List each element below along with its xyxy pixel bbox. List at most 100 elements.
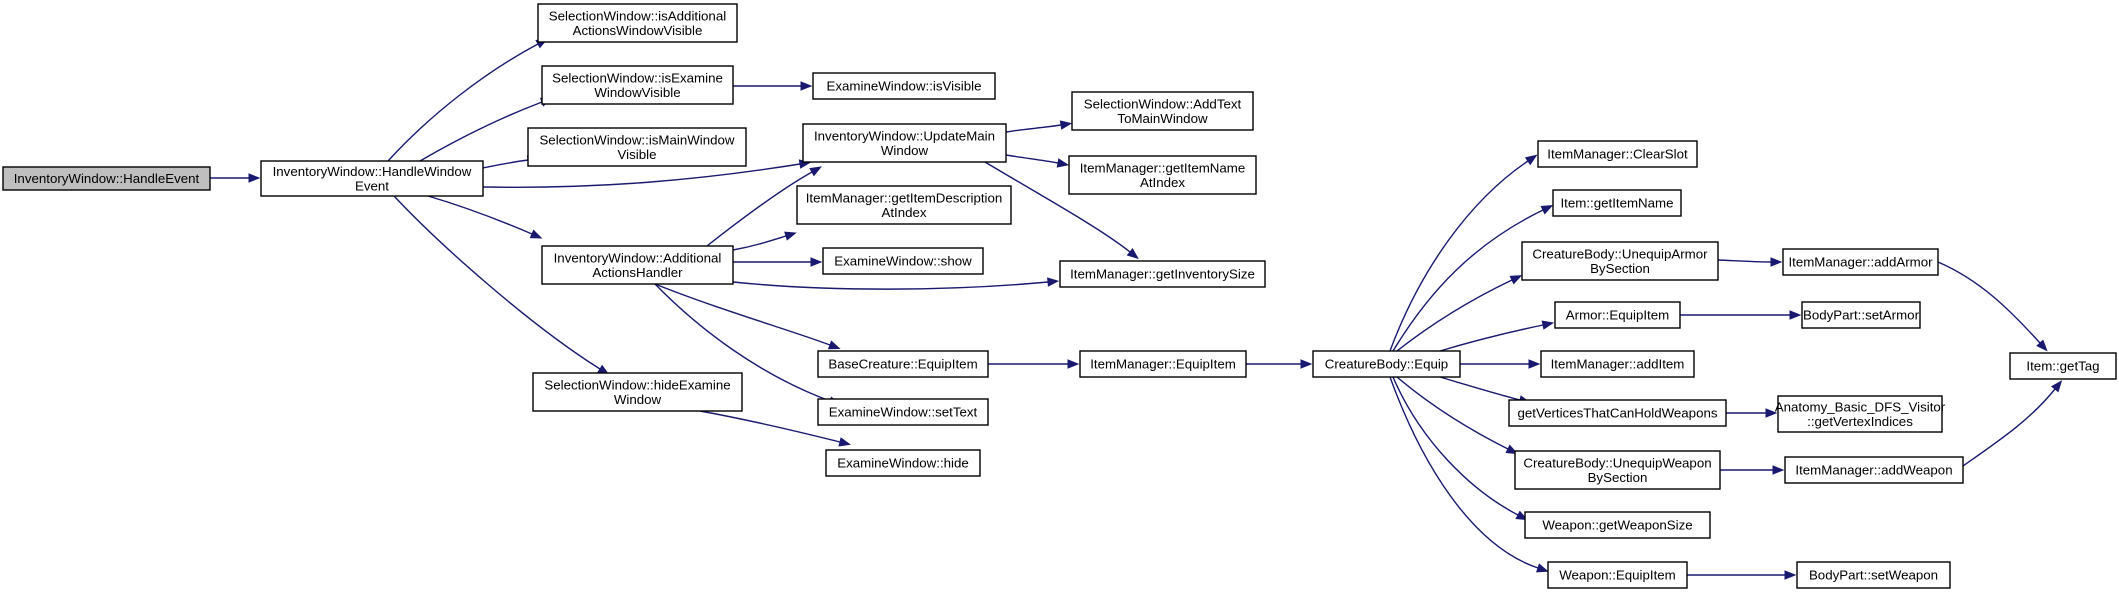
node-item-getitemname[interactable]: Item::getItemName (1552, 189, 1682, 217)
edge-line (1389, 160, 1529, 352)
arrowhead-icon (1509, 275, 1523, 285)
call-edge-inventorywindow-additionalactionshandler-to-inventorywindow-updatemainwindow (706, 166, 822, 247)
node-label-line: getVerticesThatCanHoldWeapons (1517, 406, 1717, 421)
node-label-line: InventoryWindow::HandleWindow (273, 164, 472, 179)
node-bodypart-setarmor[interactable]: BodyPart::setArmor (1801, 301, 1921, 329)
node-basecreature-equipitem[interactable]: BaseCreature::EquipItem (817, 350, 989, 378)
node-weapon-equipitem[interactable]: Weapon::EquipItem (1547, 561, 1688, 589)
node-label-line: ItemManager::addItem (1551, 357, 1685, 372)
node-itemmanager-additem[interactable]: ItemManager::addItem (1540, 350, 1695, 378)
call-edge-itemmanager-equipitem-to-creaturebody-equip (1246, 359, 1313, 369)
arrowhead-icon (1505, 444, 1519, 455)
node-getverticesthatcanholdweapons[interactable]: getVerticesThatCanHoldWeapons (1508, 399, 1727, 427)
edge-line (393, 195, 601, 370)
node-selectionwindow-isadditionalactionswindowvisible[interactable]: SelectionWindow::isAdditionalActionsWind… (537, 3, 738, 43)
call-edge-armor-equipitem-to-bodypart-setarmor (1680, 310, 1802, 320)
node-box (260, 160, 484, 197)
node-box (541, 65, 734, 105)
edge-line (1005, 154, 1059, 164)
node-itemmanager-addarmor[interactable]: ItemManager::addArmor (1782, 248, 1939, 276)
node-creaturebody-equip[interactable]: CreatureBody::Equip (1312, 350, 1461, 378)
edge-line (387, 43, 539, 162)
edge-line (1396, 376, 1509, 450)
node-label-line: Window (881, 143, 929, 158)
node-armor-equipitem[interactable]: Armor::EquipItem (1554, 301, 1681, 329)
edge-line (732, 235, 787, 251)
node-anatomy-basic-dfs-visitor-getvertexindices[interactable]: Anatomy_Basic_DFS_Visitor::getVertexIndi… (1775, 395, 1946, 433)
node-box (541, 245, 734, 285)
node-itemmanager-equipitem[interactable]: ItemManager::EquipItem (1079, 350, 1247, 378)
node-examinewindow-hide[interactable]: ExamineWindow::hide (825, 449, 981, 477)
call-edge-inventorywindow-handleevent-to-inventorywindow-handlewindowevent (210, 173, 261, 183)
edge-line (1392, 376, 1519, 516)
node-label-line: Anatomy_Basic_DFS_Visitor (1775, 399, 1946, 414)
node-box (796, 185, 1012, 225)
call-edge-selectionwindow-hideexaminewindow-to-examinewindow-hide (699, 410, 852, 447)
node-label-line: SelectionWindow::isExamine (552, 70, 723, 85)
node-label-line: CreatureBody::Equip (1325, 357, 1448, 372)
node-itemmanager-clearslot[interactable]: ItemManager::ClearSlot (1537, 140, 1698, 168)
node-label-line: ExamineWindow::setText (829, 405, 978, 420)
node-label-line: ExamineWindow::show (834, 254, 972, 269)
node-box (1508, 399, 1727, 427)
node-label-line: Visible (618, 147, 657, 162)
node-itemmanager-getinventorysize[interactable]: ItemManager::getInventorySize (1059, 260, 1266, 288)
node-inventorywindow-handleevent[interactable]: InventoryWindow::HandleEvent (2, 166, 211, 191)
call-edge-creaturebody-unequipweaponbysection-to-itemmanager-addweapon (1720, 465, 1785, 475)
arrowhead-icon (2036, 339, 2048, 352)
node-box (1537, 140, 1698, 168)
node-examinewindow-isvisible[interactable]: ExamineWindow::isVisible (812, 72, 996, 100)
node-label-line: WindowVisible (594, 85, 680, 100)
node-weapon-getweaponsize[interactable]: Weapon::getWeaponSize (1524, 511, 1711, 539)
node-label-line: AtIndex (1140, 175, 1185, 190)
arrowhead-icon (1770, 257, 1783, 267)
edge-line (1717, 259, 1772, 263)
arrowhead-icon (248, 173, 261, 183)
node-label-line: ItemManager::getItemDescription (806, 190, 1003, 205)
arrowhead-icon (1789, 310, 1802, 320)
call-edge-creaturebody-equip-to-itemmanager-clearslot (1389, 154, 1538, 352)
node-bodypart-setweapon[interactable]: BodyPart::setWeapon (1796, 561, 1951, 589)
node-label-line: ItemManager::getInventorySize (1070, 267, 1255, 282)
node-itemmanager-addweapon[interactable]: ItemManager::addWeapon (1784, 456, 1964, 484)
arrowhead-icon (1541, 320, 1555, 330)
node-box (1777, 395, 1943, 433)
node-label-line: ItemManager::ClearSlot (1547, 147, 1688, 162)
node-label-line: ActionsWindowVisible (573, 23, 703, 38)
node-label-line: ItemManager::getItemName (1080, 160, 1246, 175)
node-examinewindow-settext[interactable]: ExamineWindow::setText (817, 398, 989, 426)
call-edge-creaturebody-unequiparmorbysection-to-itemmanager-addarmor (1717, 257, 1783, 267)
edge-line (482, 159, 529, 169)
node-label-line: SelectionWindow::AddText (1084, 96, 1242, 111)
arrowhead-icon (1765, 408, 1778, 418)
call-edge-selectionwindow-isexaminewindowvisible-to-examinewindow-isvisible (733, 81, 813, 91)
call-edge-creaturebody-equip-to-itemmanager-additem (1460, 359, 1541, 369)
node-box (1514, 450, 1721, 490)
call-edge-getverticesthatcanholdweapons-to-anatomy-basic-dfs-visitor-getvertexindices (1726, 408, 1778, 418)
node-box (1784, 456, 1964, 484)
arrowhead-icon (810, 257, 823, 267)
node-inventorywindow-additionalactionshandler[interactable]: InventoryWindow::AdditionalActionsHandle… (541, 245, 734, 285)
edge-line (427, 195, 533, 235)
node-box (1071, 91, 1254, 131)
node-label-line: SelectionWindow::hideExamine (544, 377, 730, 392)
node-label-line: BodyPart::setArmor (1803, 308, 1920, 323)
node-label-line: AtIndex (881, 205, 926, 220)
arrowhead-icon (2050, 380, 2063, 393)
arrowhead-icon (1536, 563, 1549, 573)
node-examinewindow-show[interactable]: ExamineWindow::show (822, 247, 984, 275)
node-label-line: ItemManager::addWeapon (1795, 463, 1952, 478)
node-item-gettag[interactable]: Item::getTag (2009, 352, 2117, 380)
edge-line (1396, 279, 1513, 352)
